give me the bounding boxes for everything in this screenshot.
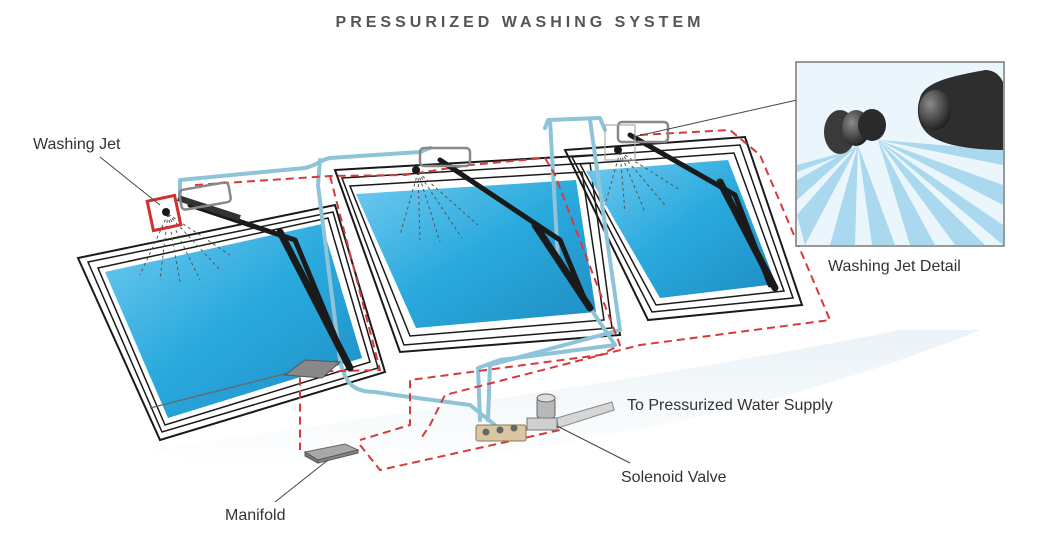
label-washing-jet-detail: Washing Jet Detail	[828, 258, 961, 275]
spray-middle	[399, 171, 479, 243]
solenoid-block	[475, 424, 527, 442]
jet-nozzle-left	[162, 208, 170, 216]
wiper-middle	[437, 157, 594, 312]
label-water-supply: To Pressurized Water Supply	[627, 397, 833, 414]
leader-manifold	[274, 459, 329, 503]
jet-nozzle-middle	[412, 166, 420, 174]
electric-wires	[194, 128, 832, 472]
middle-window	[333, 153, 622, 354]
leader-solenoid	[556, 425, 631, 464]
washing-jet-detail-inset	[795, 61, 1005, 247]
label-manifold: Manifold	[225, 507, 286, 524]
spray-right	[604, 151, 681, 213]
solenoid-valve	[526, 393, 615, 431]
washing-jet-highlight	[145, 193, 183, 233]
leader-washing-jet	[99, 156, 161, 206]
label-solenoid-valve: Solenoid Valve	[621, 469, 727, 486]
diagram-title: PRESSURIZED WASHING SYSTEM	[335, 14, 705, 31]
label-washing-jet: Washing Jet	[33, 136, 121, 153]
manifold	[303, 443, 360, 464]
detail-source-box	[604, 124, 636, 161]
jet-nozzle-right	[614, 146, 622, 154]
left-window	[76, 203, 387, 442]
leader-detail	[632, 99, 798, 138]
wiper-motor-left	[283, 359, 342, 379]
floor-shadow	[150, 330, 980, 470]
wiper-right	[627, 132, 779, 292]
middle-glass	[356, 180, 596, 328]
wiper-left	[177, 195, 354, 372]
